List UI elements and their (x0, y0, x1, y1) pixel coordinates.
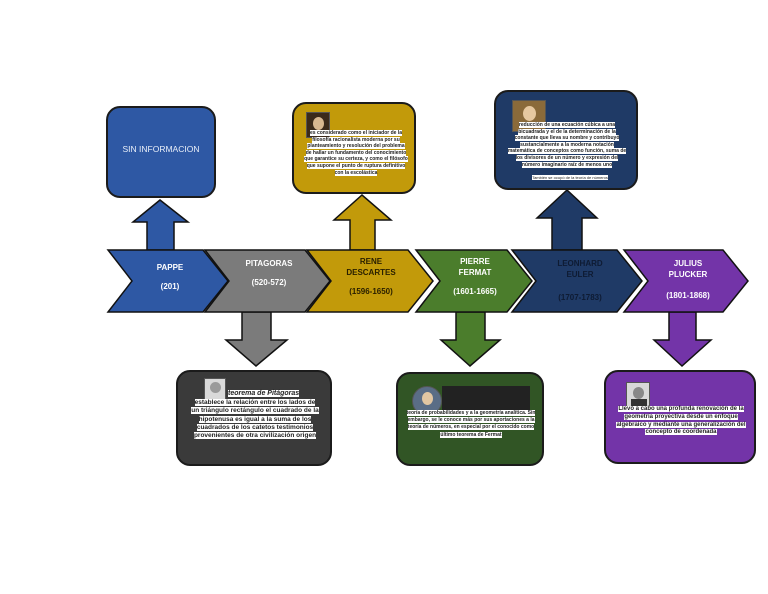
arrow-down-fermat (439, 311, 503, 367)
event-label-fermat: PIERRE FERMAT (1601-1665) (448, 256, 502, 297)
info-box-euler: reducción de una ecuación cúbica a una b… (494, 90, 638, 190)
info-box-pitagoras: teorema de Pitágoras establece la relaci… (176, 370, 332, 466)
event-label-pitagoras: PITAGORAS (520-572) (236, 258, 302, 288)
chevron-plucker (622, 249, 749, 313)
event-name: LEONHARD EULER (557, 259, 603, 279)
info-text: Llevó a cabo una profunda renovación de … (616, 406, 746, 436)
event-name: JULIUS PLUCKER (668, 259, 708, 279)
event-years: (1801-1868) (666, 291, 710, 300)
event-years: (1601-1665) (453, 287, 497, 296)
event-label-descartes: RENE DESCARTES (1596-1650) (340, 256, 402, 297)
chevron-fermat (414, 249, 533, 313)
arrow-up-descartes (332, 194, 394, 251)
info-text: teoría de probabilidades y a la geometrí… (406, 410, 536, 438)
chevron-descartes (305, 249, 434, 313)
event-name: PAPPE (156, 263, 184, 272)
info-text: es considerado como el iniciador de la f… (304, 130, 408, 176)
arrow-up-euler (535, 188, 599, 251)
chevron-pitagoras (203, 249, 331, 313)
info-text: establece la relación entre los lados de… (191, 399, 319, 440)
chevron-pappe (106, 249, 229, 313)
chevron-euler (510, 249, 643, 313)
info-box-plucker: Llevó a cabo una profunda renovación de … (604, 370, 756, 464)
info-box-fermat: teoría de probabilidades y a la geometrí… (396, 372, 544, 466)
event-name: RENE DESCARTES (346, 257, 396, 277)
info-note: También se ocupó de la teoría de números (532, 175, 608, 180)
event-years: (1596-1650) (349, 287, 393, 296)
arrow-down-plucker (652, 311, 713, 368)
arrow-down-pitagoras (223, 311, 290, 367)
event-name: PITAGORAS (245, 259, 293, 268)
arrow-up-pappe (130, 199, 191, 251)
event-label-plucker: JULIUS PLUCKER (1801-1868) (658, 258, 718, 301)
event-label-pappe: PAPPE (201) (142, 262, 198, 292)
event-years: (520-572) (251, 278, 287, 287)
info-box-pappe: SIN INFORMACION (106, 106, 216, 198)
event-name: PIERRE FERMAT (458, 257, 492, 277)
portrait-pitagoras-icon (204, 378, 226, 400)
info-text: reducción de una ecuación cúbica a una b… (507, 122, 627, 168)
info-header-block (442, 386, 530, 410)
info-title: teorema de Pitágoras (228, 390, 300, 397)
event-years: (1707-1783) (558, 293, 602, 302)
info-box-descartes: es considerado como el iniciador de la f… (292, 102, 416, 194)
event-years: (201) (160, 282, 180, 291)
info-text: SIN INFORMACION (122, 144, 200, 154)
event-label-euler: LEONHARD EULER (1707-1783) (548, 258, 612, 303)
